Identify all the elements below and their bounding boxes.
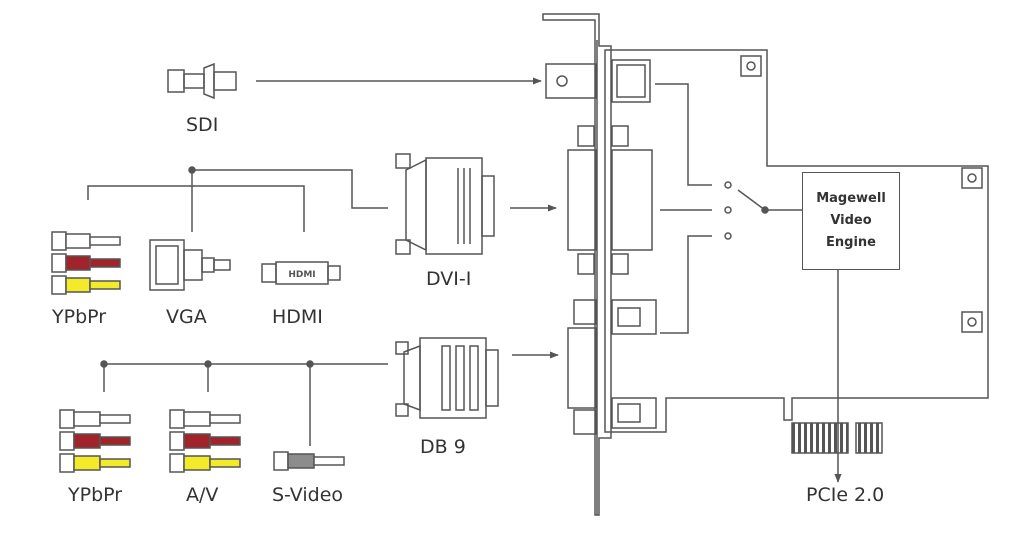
av-plugs xyxy=(169,409,241,473)
mount-hole-1 xyxy=(740,55,762,77)
engine-line-2: Video xyxy=(830,213,872,228)
ypbpr-plugs-top xyxy=(51,231,121,295)
label-dvi: DVI-I xyxy=(426,268,472,290)
label-hdmi: HDMI xyxy=(272,306,323,328)
gold-fingers-left xyxy=(791,422,849,454)
hdmi-plug-text: HDMI xyxy=(288,270,315,280)
mount-hole-3 xyxy=(961,311,983,333)
label-vga: VGA xyxy=(166,306,207,328)
hdmi-plug xyxy=(261,261,341,285)
pcb-board xyxy=(604,49,989,433)
label-pcie: PCIe 2.0 xyxy=(806,484,885,506)
mount-hole-2 xyxy=(961,167,983,189)
video-engine-box: Magewell Video Engine xyxy=(802,172,900,270)
label-ypbpr-bottom: YPbPr xyxy=(68,484,123,506)
bracket xyxy=(542,13,612,516)
label-av: A/V xyxy=(186,484,219,506)
ypbpr-plugs-bottom xyxy=(59,409,131,473)
engine-line-3: Engine xyxy=(826,235,876,250)
svideo-plug xyxy=(273,451,345,471)
engine-line-1: Magewell xyxy=(816,191,886,206)
gold-fingers-right xyxy=(855,422,883,454)
label-sdi: SDI xyxy=(186,114,219,136)
label-svideo: S-Video xyxy=(272,484,344,506)
label-ypbpr-top: YPbPr xyxy=(52,306,107,328)
label-db9: DB 9 xyxy=(420,436,466,458)
vga-plug xyxy=(149,239,231,291)
